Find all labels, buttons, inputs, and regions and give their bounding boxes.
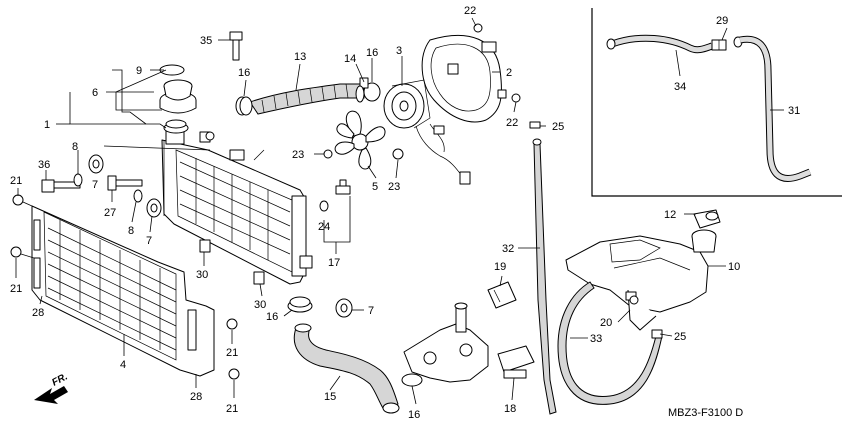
callout-32: 32	[502, 243, 514, 255]
hose-clamp-14	[355, 85, 365, 103]
callout-30-b: 30	[254, 299, 266, 311]
radiator-cap-6	[159, 79, 197, 114]
hose-32	[532, 138, 557, 415]
callout-28-a: 28	[32, 307, 44, 319]
clip-25-upper	[529, 121, 541, 129]
callout-33: 33	[590, 333, 602, 345]
callout-22-b: 22	[506, 117, 518, 129]
inset-connector-29	[711, 36, 743, 51]
callout-13: 13	[294, 51, 306, 63]
bolt-22-b	[511, 93, 521, 103]
bolt-21-b	[10, 246, 35, 259]
radiator-core	[161, 129, 313, 285]
callout-25-b: 25	[674, 331, 686, 343]
callout-35: 35	[200, 35, 212, 47]
callout-7-c: 7	[368, 305, 374, 317]
cooling-fan-5	[334, 110, 386, 170]
grommet-8-upper	[73, 173, 83, 187]
grommet-7-lower	[146, 198, 162, 218]
figure-code: MBZ3-F3100 D	[668, 407, 743, 419]
callout-21-b: 21	[10, 283, 22, 295]
front-arrow	[34, 386, 68, 404]
fan-wiring	[415, 123, 471, 185]
inset-hose-34	[606, 34, 714, 54]
fan-shroud-2	[421, 34, 507, 123]
grommet-8-lower	[133, 189, 143, 203]
upper-hose-13	[249, 83, 365, 115]
callout-16-c: 16	[266, 311, 278, 323]
callout-12: 12	[664, 209, 676, 221]
callout-36: 36	[38, 159, 50, 171]
callout-10: 10	[728, 261, 740, 273]
thermo-switch-17	[335, 179, 351, 195]
callout-15: 15	[324, 391, 336, 403]
callout-7-b: 7	[146, 235, 152, 247]
inset-box	[591, 8, 842, 197]
callout-17: 17	[328, 257, 340, 269]
callout-2: 2	[506, 67, 512, 79]
bolt-35	[229, 31, 243, 61]
callout-5: 5	[372, 181, 378, 193]
callout-27: 27	[104, 207, 116, 219]
clip-18	[497, 345, 535, 379]
bolt-20	[629, 295, 639, 305]
bolt-36	[41, 179, 81, 193]
callout-6: 6	[92, 87, 98, 99]
fan-motor-3	[383, 79, 431, 129]
callout-31: 31	[788, 105, 800, 117]
callout-7-a: 7	[92, 179, 98, 191]
clip-30-a	[199, 239, 211, 253]
callout-labels: 1 2 3 4 5 6 7 7 7 8 8 9 10 12 13 14 15 1…	[10, 5, 800, 421]
nut-23-b	[392, 148, 404, 160]
callout-23-b: 23	[388, 181, 400, 193]
callout-30-a: 30	[196, 269, 208, 281]
callout-16-b: 16	[366, 47, 378, 59]
callout-4: 4	[120, 359, 126, 371]
filler-neck-1	[163, 119, 189, 134]
callout-29: 29	[716, 15, 728, 27]
radiator-shroud	[31, 205, 215, 377]
callout-18: 18	[504, 403, 516, 415]
nut-23-a	[323, 149, 333, 159]
callout-8-a: 8	[72, 141, 78, 153]
callout-25-a: 25	[552, 121, 564, 133]
bolt-21-d	[228, 368, 240, 380]
callout-34: 34	[674, 81, 686, 93]
callout-28-b: 28	[190, 391, 202, 403]
pump-pipe	[401, 302, 489, 387]
o-ring-24	[319, 200, 329, 212]
callout-23-a: 23	[292, 149, 304, 161]
bolt-21-a	[12, 194, 33, 207]
direction-label: FR.	[50, 371, 69, 388]
leader-lines	[15, 17, 726, 405]
callout-14: 14	[344, 53, 356, 65]
grommet-7-side	[335, 298, 353, 318]
callout-21-a: 21	[10, 175, 22, 187]
hose-clamp-16-c	[287, 296, 313, 313]
callout-16-d: 16	[408, 409, 420, 421]
reserve-cap-12	[693, 209, 721, 229]
callout-16-a: 16	[238, 67, 250, 79]
callout-21-d: 21	[226, 403, 238, 415]
reserve-tank-10	[565, 229, 717, 331]
bolt-27	[107, 175, 143, 191]
grommet-7-upper	[88, 154, 104, 174]
clip-30-b	[253, 271, 265, 285]
callout-21-c: 21	[226, 347, 238, 359]
callout-3: 3	[396, 45, 402, 57]
callout-22-a: 22	[464, 5, 476, 17]
callout-8-b: 8	[128, 225, 134, 237]
callout-1: 1	[44, 119, 50, 131]
lower-hose-15	[293, 323, 400, 414]
inset-hose-31	[739, 35, 812, 182]
callout-9: 9	[136, 65, 142, 77]
clip-19	[487, 281, 517, 309]
bolt-21-c	[226, 318, 238, 330]
callout-20: 20	[600, 317, 612, 329]
callout-19: 19	[494, 261, 506, 273]
callout-24: 24	[318, 221, 330, 233]
hose-clamp-16-a	[235, 96, 253, 116]
